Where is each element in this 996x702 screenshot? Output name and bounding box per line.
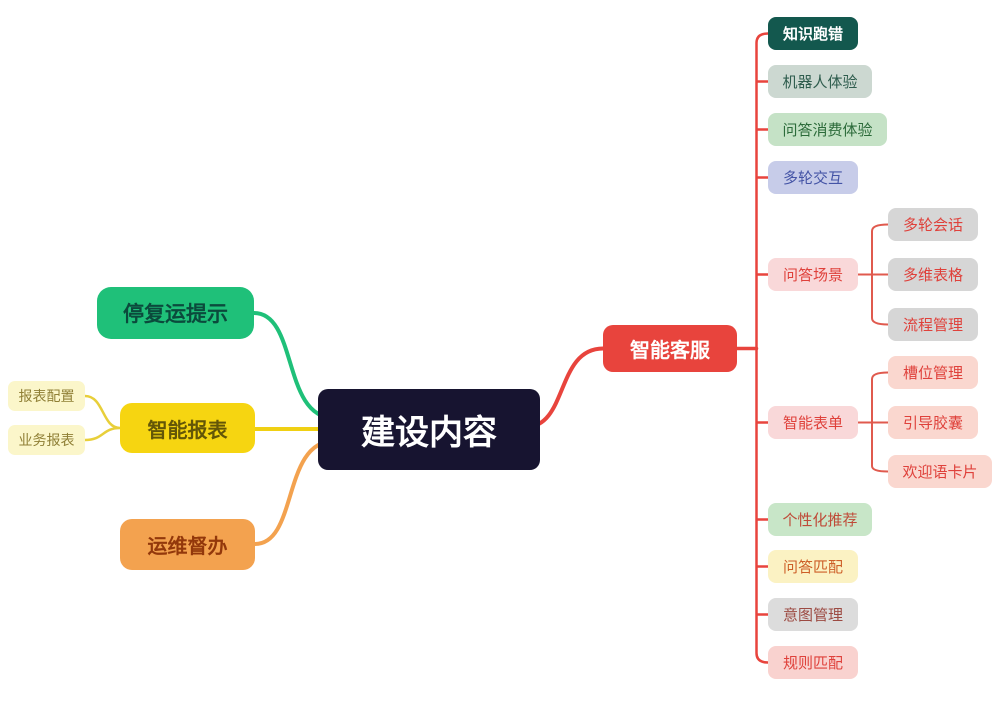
branch-line-smart-form-fan: [857, 371, 889, 473]
branch-line-yellow-sub: [83, 394, 122, 442]
node-smart-report[interactable]: 智能报表: [120, 403, 255, 453]
node-smart-customer-service[interactable]: 智能客服: [603, 325, 737, 372]
node-welcome-card[interactable]: 欢迎语卡片: [888, 455, 992, 488]
node-report-config[interactable]: 报表配置: [8, 381, 85, 411]
node-slot-management[interactable]: 槽位管理: [888, 356, 978, 389]
node-rule-matching[interactable]: 规则匹配: [768, 646, 858, 679]
node-multi-turn-interaction[interactable]: 多轮交互: [768, 161, 858, 194]
node-central-topic[interactable]: 建设内容: [318, 389, 540, 470]
node-qa-consumption-experience[interactable]: 问答消费体验: [768, 113, 887, 146]
node-personalized-recommendation[interactable]: 个性化推荐: [768, 503, 872, 536]
branch-line-red-fan: [755, 32, 770, 664]
branch-line-orange: [253, 439, 336, 546]
node-process-management[interactable]: 流程管理: [888, 308, 978, 341]
node-stop-resume-notice[interactable]: 停复运提示: [97, 287, 254, 339]
branch-line-green: [252, 311, 336, 420]
node-ops-supervision[interactable]: 运维督办: [120, 519, 255, 570]
node-robot-experience[interactable]: 机器人体验: [768, 65, 872, 98]
node-smart-form[interactable]: 智能表单: [768, 406, 858, 439]
node-qa-matching[interactable]: 问答匹配: [768, 550, 858, 583]
node-multi-turn-session[interactable]: 多轮会话: [888, 208, 978, 241]
node-guide-capsule[interactable]: 引导胶囊: [888, 406, 978, 439]
branch-line-qa-scene-fan: [857, 223, 889, 326]
node-qa-scenarios[interactable]: 问答场景: [768, 258, 858, 291]
node-intent-management[interactable]: 意图管理: [768, 598, 858, 631]
node-multi-dim-table[interactable]: 多维表格: [888, 258, 978, 291]
node-business-report[interactable]: 业务报表: [8, 425, 85, 455]
node-knowledge-misroute[interactable]: 知识跑错: [768, 17, 858, 50]
